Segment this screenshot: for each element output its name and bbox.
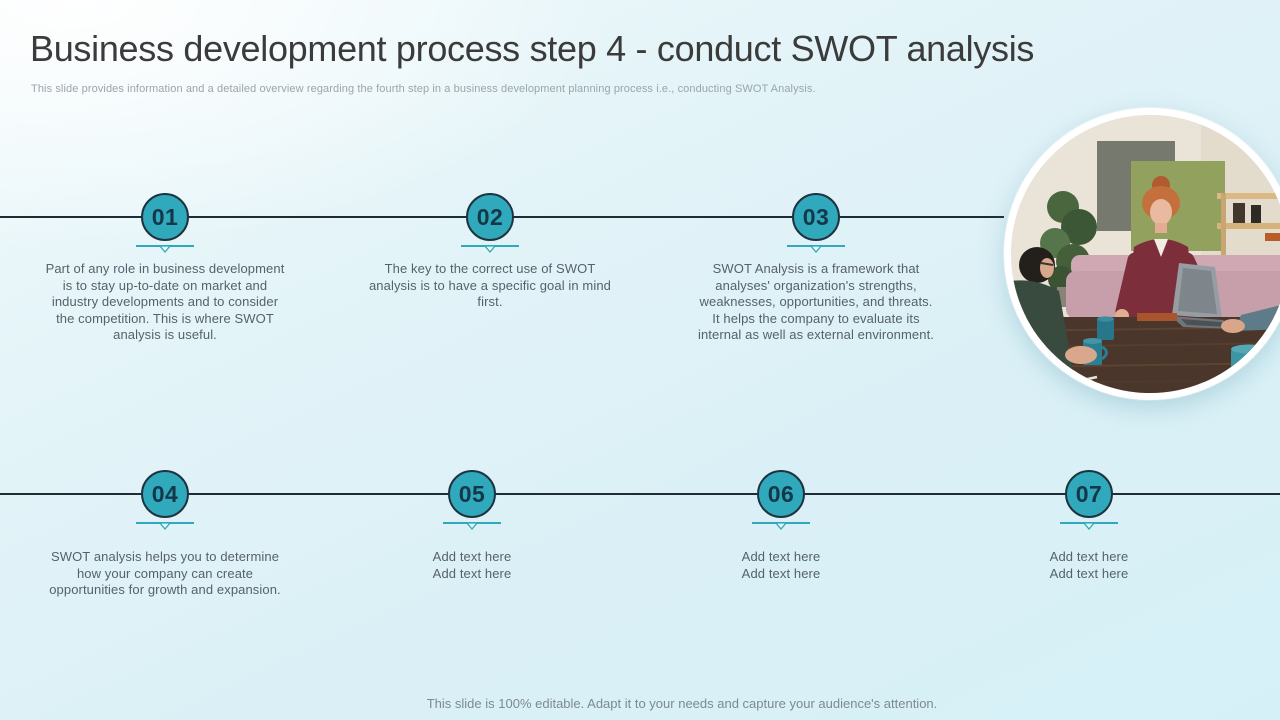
timeline-step-05: 05 Add text here Add text here xyxy=(302,470,642,582)
chevron-down-icon xyxy=(810,245,822,253)
step-pointer-marker xyxy=(136,522,194,532)
timeline-step-07: 07 Add text here Add text here xyxy=(919,470,1259,582)
chevron-down-icon xyxy=(775,522,787,530)
step-placeholder-text[interactable]: Add text here Add text here xyxy=(741,549,821,581)
timeline-step-02: 02 The key to the correct use of SWOT an… xyxy=(320,193,660,311)
step-06-number-badge: 06 xyxy=(757,470,805,518)
chevron-down-icon xyxy=(159,522,171,530)
step-07-number-badge: 07 xyxy=(1065,470,1113,518)
step-description: SWOT analysis helps you to determine how… xyxy=(49,549,281,597)
page-title: Business development process step 4 - co… xyxy=(30,28,1035,69)
timeline-step-04: 04 SWOT analysis helps you to determine … xyxy=(0,470,335,599)
timeline-line-row2 xyxy=(0,493,1280,495)
step-04-number-badge: 04 xyxy=(141,470,189,518)
step-placeholder-text[interactable]: Add text here Add text here xyxy=(432,549,512,581)
step-05-number-badge: 05 xyxy=(448,470,496,518)
timeline-step-01: 01 Part of any role in business developm… xyxy=(0,193,335,344)
team-meeting-photo xyxy=(1004,108,1280,400)
step-pointer-marker xyxy=(787,245,845,255)
chevron-down-icon xyxy=(159,245,171,253)
step-number: 04 xyxy=(151,480,179,507)
step-pointer-marker xyxy=(443,522,501,532)
chevron-down-icon xyxy=(1083,522,1095,530)
step-description: SWOT Analysis is a framework that analys… xyxy=(697,261,935,342)
team-meeting-illustration xyxy=(1011,115,1280,393)
step-number: 06 xyxy=(767,480,795,507)
step-number: 02 xyxy=(476,203,504,230)
step-number: 03 xyxy=(802,203,830,230)
step-description: The key to the correct use of SWOT analy… xyxy=(368,261,612,309)
chevron-down-icon xyxy=(484,245,496,253)
step-pointer-marker xyxy=(1060,522,1118,532)
step-number: 05 xyxy=(458,480,486,507)
step-03-number-badge: 03 xyxy=(792,193,840,241)
step-placeholder-text[interactable]: Add text here Add text here xyxy=(1049,549,1129,581)
chevron-down-icon xyxy=(466,522,478,530)
step-number: 01 xyxy=(151,203,179,230)
step-pointer-marker xyxy=(136,245,194,255)
slide-subtitle: This slide provides information and a de… xyxy=(31,83,816,95)
footer-note: This slide is 100% editable. Adapt it to… xyxy=(426,696,938,711)
timeline-step-06: 06 Add text here Add text here xyxy=(611,470,951,582)
timeline-step-03: 03 SWOT Analysis is a framework that ana… xyxy=(646,193,986,344)
step-pointer-marker xyxy=(752,522,810,532)
step-number: 07 xyxy=(1075,480,1103,507)
step-pointer-marker xyxy=(461,245,519,255)
step-description: Part of any role in business development… xyxy=(45,261,285,342)
step-02-number-badge: 02 xyxy=(466,193,514,241)
step-01-number-badge: 01 xyxy=(141,193,189,241)
